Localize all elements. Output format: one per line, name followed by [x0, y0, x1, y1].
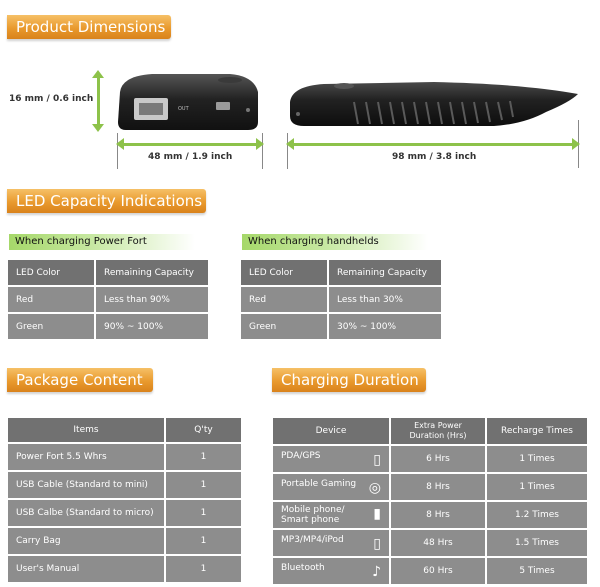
table-header-cell: Extra Power Duration (Hrs): [391, 418, 485, 444]
table-row: Portable Gaming ◎ 8 Hrs 1 Times: [273, 474, 587, 500]
table-row: ▮ Mobile phone/ Smart phone 8 Hrs 1.2 Ti…: [273, 502, 587, 528]
dimension-tick: [262, 133, 263, 169]
table-row: Red Less than 90%: [8, 287, 208, 312]
table-row: USB Calbe (Standard to micro) 1: [8, 500, 241, 526]
table-row: Bluetooth ♪ 60 Hrs 5 Times: [273, 558, 587, 584]
section-title: Product Dimensions: [16, 18, 166, 36]
table-header-cell: Q'ty: [166, 418, 241, 442]
duration-cell: 8 Hrs: [391, 502, 485, 528]
capacity-cell: 30% ~ 100%: [329, 314, 441, 339]
table-row: Green 90% ~ 100%: [8, 314, 208, 339]
mobile-phone-icon: ▮: [373, 506, 381, 522]
table-row: Power Fort 5.5 Whrs 1: [8, 444, 241, 470]
section-banner-package: Package Content: [7, 368, 153, 392]
table-row: PDA/GPS ▯ 6 Hrs 1 Times: [273, 446, 587, 472]
device-cell: Bluetooth ♪: [273, 558, 389, 584]
table-header-cell: LED Color: [241, 260, 327, 285]
section-banner-dimensions: Product Dimensions: [7, 15, 171, 39]
led-power-fort-subheader: When charging Power Fort: [9, 234, 195, 250]
table-row: User's Manual 1: [8, 556, 241, 582]
section-title: Charging Duration: [281, 371, 419, 389]
table-row: Red Less than 30%: [241, 287, 441, 312]
item-cell: User's Manual: [8, 556, 164, 582]
table-header-row: Items Q'ty: [8, 418, 241, 442]
device-name: Mobile phone/ Smart phone: [281, 505, 345, 525]
device-side-image: [284, 72, 582, 132]
table-row: Carry Bag 1: [8, 528, 241, 554]
capacity-cell: Less than 90%: [96, 287, 208, 312]
table-header-row: LED Color Remaining Capacity: [241, 260, 441, 285]
device-cell: ▮ Mobile phone/ Smart phone: [273, 502, 389, 528]
quantity-cell: 1: [166, 500, 241, 526]
width-arrow: [116, 138, 264, 150]
section-banner-led: LED Capacity Indications: [7, 189, 206, 213]
recharge-times-cell: 1.5 Times: [487, 530, 587, 556]
table-header-row: LED Color Remaining Capacity: [8, 260, 208, 285]
section-title: LED Capacity Indications: [16, 192, 203, 210]
table-header-cell: Recharge Times: [487, 418, 587, 444]
device-name: MP3/MP4/iPod: [281, 535, 344, 545]
quantity-cell: 1: [166, 556, 241, 582]
device-name: Portable Gaming: [281, 479, 357, 489]
height-dimension: 16 mm / 0.6 inch: [9, 94, 94, 104]
svg-text:OUT: OUT: [178, 106, 190, 112]
duration-cell: 8 Hrs: [391, 474, 485, 500]
duration-cell: 60 Hrs: [391, 558, 485, 584]
table-row: Green 30% ~ 100%: [241, 314, 441, 339]
led-handhelds-subheader: When charging handhelds: [242, 234, 428, 250]
item-cell: Carry Bag: [8, 528, 164, 554]
table-row: MP3/MP4/iPod ▯ 48 Hrs 1.5 Times: [273, 530, 587, 556]
recharge-times-cell: 1 Times: [487, 474, 587, 500]
led-color-cell: Red: [8, 287, 94, 312]
table-row: USB Cable (Standard to mini) 1: [8, 472, 241, 498]
charging-duration-table: Device Extra Power Duration (Hrs) Rechar…: [271, 416, 589, 586]
length-dimension: 98 mm / 3.8 inch: [392, 152, 477, 162]
mp3-player-icon: ▯: [373, 536, 381, 552]
device-name: Bluetooth: [281, 563, 325, 573]
length-arrow: [286, 138, 580, 150]
recharge-times-cell: 1.2 Times: [487, 502, 587, 528]
table-header-cell: Items: [8, 418, 164, 442]
led-power-fort-table: LED Color Remaining Capacity Red Less th…: [6, 258, 210, 341]
recharge-times-cell: 1 Times: [487, 446, 587, 472]
duration-cell: 48 Hrs: [391, 530, 485, 556]
device-cell: MP3/MP4/iPod ▯: [273, 530, 389, 556]
bluetooth-headset-icon: ♪: [372, 564, 381, 580]
pda-icon: ▯: [373, 452, 381, 468]
section-banner-charging: Charging Duration: [272, 368, 426, 392]
package-content-table: Items Q'ty Power Fort 5.5 Whrs 1 USB Cab…: [6, 416, 243, 584]
capacity-cell: Less than 30%: [329, 287, 441, 312]
item-cell: Power Fort 5.5 Whrs: [8, 444, 164, 470]
height-arrow: [92, 70, 104, 132]
quantity-cell: 1: [166, 472, 241, 498]
dimension-tick: [287, 133, 288, 169]
table-header-row: Device Extra Power Duration (Hrs) Rechar…: [273, 418, 587, 444]
table-header-cell: Remaining Capacity: [96, 260, 208, 285]
led-color-cell: Red: [241, 287, 327, 312]
recharge-times-cell: 5 Times: [487, 558, 587, 584]
quantity-cell: 1: [166, 444, 241, 470]
device-front-image: OUT: [112, 70, 262, 132]
item-cell: USB Cable (Standard to mini): [8, 472, 164, 498]
table-header-cell: Device: [273, 418, 389, 444]
duration-cell: 6 Hrs: [391, 446, 485, 472]
led-color-cell: Green: [8, 314, 94, 339]
led-handhelds-table: LED Color Remaining Capacity Red Less th…: [239, 258, 443, 341]
section-title: Package Content: [16, 371, 143, 389]
led-color-cell: Green: [241, 314, 327, 339]
table-header-cell: Remaining Capacity: [329, 260, 441, 285]
dimension-tick: [117, 133, 118, 169]
quantity-cell: 1: [166, 528, 241, 554]
device-cell: Portable Gaming ◎: [273, 474, 389, 500]
width-dimension: 48 mm / 1.9 inch: [148, 152, 233, 162]
gamepad-icon: ◎: [368, 480, 381, 496]
device-cell: PDA/GPS ▯: [273, 446, 389, 472]
item-cell: USB Calbe (Standard to micro): [8, 500, 164, 526]
capacity-cell: 90% ~ 100%: [96, 314, 208, 339]
device-name: PDA/GPS: [281, 451, 321, 461]
table-header-cell: LED Color: [8, 260, 94, 285]
